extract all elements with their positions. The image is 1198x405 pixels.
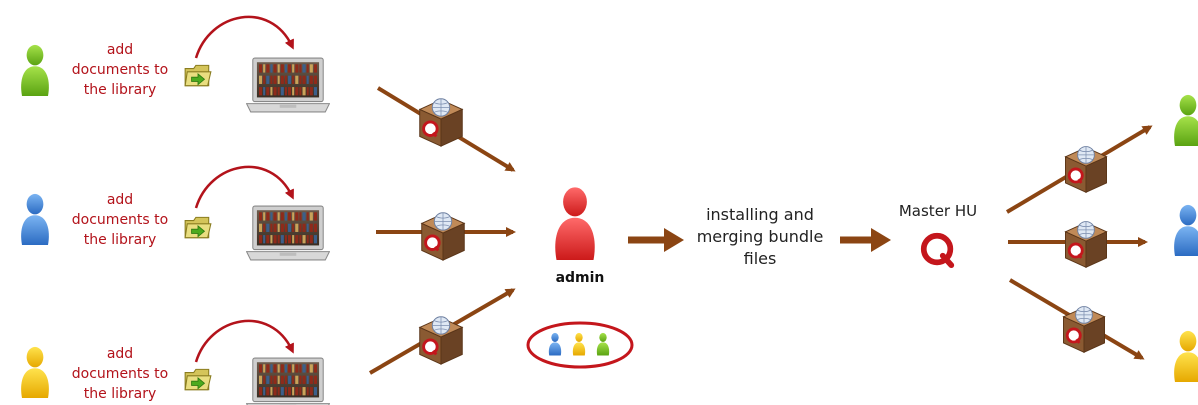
label-line: add — [106, 192, 134, 208]
yellow-user-icon — [21, 346, 49, 398]
master-hu-label: Master HU — [898, 202, 978, 220]
admin-label: admin — [555, 270, 605, 286]
label-line: documents to — [71, 212, 169, 228]
row-3 — [21, 319, 330, 405]
bundle-box-icon — [420, 211, 466, 262]
label-line: add — [106, 346, 134, 362]
green-user-icon — [21, 44, 49, 96]
laptop-library-icon — [246, 205, 330, 261]
add-arrow-1 — [194, 15, 294, 59]
bundle-box-icon — [418, 97, 464, 148]
bundle-box-icon — [1064, 220, 1108, 269]
row-2 — [21, 165, 330, 261]
label-line: documents to — [71, 366, 169, 382]
add-arrow-3 — [194, 319, 294, 363]
laptop-library-icon — [246, 357, 330, 405]
label-line: the library — [83, 82, 157, 98]
blue-user-icon — [21, 193, 49, 245]
label-line: the library — [83, 232, 157, 248]
row-1 — [21, 15, 330, 113]
folder-icon — [184, 216, 212, 239]
label-line: documents to — [71, 62, 169, 78]
folder-icon — [184, 368, 212, 391]
laptop-library-icon — [246, 57, 330, 113]
process-label: installing and merging bundle files — [690, 204, 830, 270]
master-hu-logo-icon — [924, 236, 952, 265]
blue-user-icon — [1174, 204, 1198, 256]
add-arrow-2 — [194, 165, 294, 209]
bundle-box-icon — [1064, 145, 1108, 194]
yellow-user-icon — [1174, 330, 1198, 382]
folder-icon — [184, 64, 212, 87]
label-line: the library — [83, 386, 157, 402]
row-1-label: add documents to the library — [68, 40, 172, 100]
row-2-label: add documents to the library — [68, 190, 172, 250]
green-user-icon — [1174, 94, 1198, 146]
label-line: add — [106, 42, 134, 58]
process-line: files — [743, 249, 777, 268]
group-users-icon — [526, 321, 634, 369]
process-line: installing and — [706, 205, 814, 224]
process-line: merging bundle — [696, 227, 824, 246]
admin-user-icon — [555, 187, 595, 260]
row-3-label: add documents to the library — [68, 344, 172, 404]
